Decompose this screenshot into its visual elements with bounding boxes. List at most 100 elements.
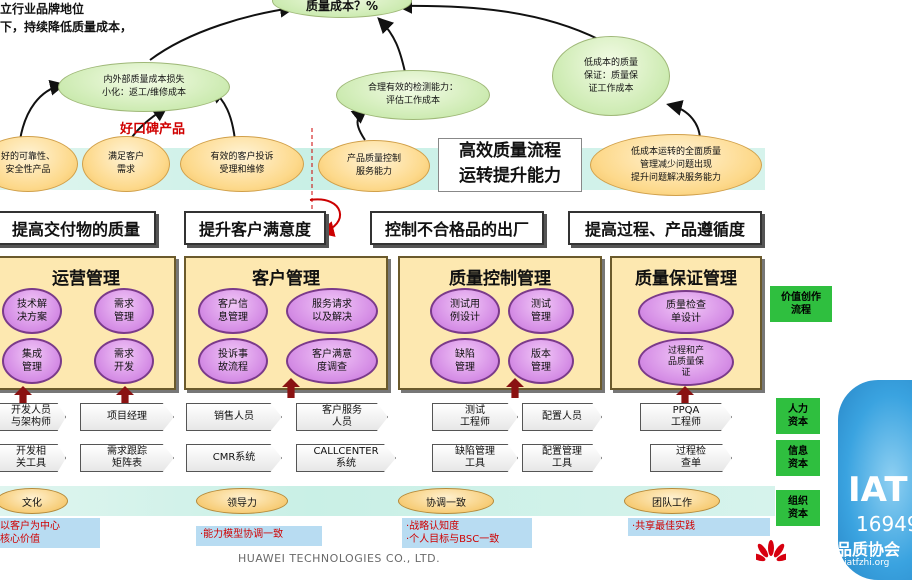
watermark-blob [838, 380, 912, 580]
alignment-oval: 协调一致 [398, 488, 494, 514]
sys-process-checklist-text: 过程检 查单 [676, 446, 706, 469]
label-info-capital: 信息 资本 [776, 440, 820, 476]
sys-cmr: CMR系统 [186, 444, 282, 472]
sys-config-tool-text: 配置管理 工具 [542, 446, 582, 469]
item-version-mgmt: 版本 管理 [508, 338, 574, 384]
oval-internal-cost: 内外部质量成本损失 小化：返工/维修成本 [58, 62, 230, 112]
panel-operations: 运营管理 技术解 决方案 需求 管理 集成 管理 需求 开发 [0, 256, 176, 390]
sys-traceability-matrix: 需求跟踪 矩阵表 [80, 444, 174, 472]
item-defect-mgmt-text: 缺陷 管理 [455, 349, 475, 373]
culture-oval-text: 文化 [22, 497, 42, 509]
brand-label: 好口碑产品 [120, 122, 186, 137]
panel-quality-assurance: 质量保证管理 质量检查 单设计 过程和产 品质量保 证 [610, 256, 762, 390]
item-complaint-flow: 投诉事 故流程 [198, 338, 268, 384]
role-test-engineer-text: 测试 工程师 [460, 405, 490, 428]
watermark-site: www.iatfzhi.org [820, 558, 890, 568]
note-alignment: ·战略认知度 ·个人目标与BSC一致 [402, 518, 532, 548]
goal-delivery-quality-label: 提高交付物的质量 [11, 220, 140, 239]
label-human-capital-text: 人力 资本 [788, 404, 808, 428]
label-org-capital-text: 组织 资本 [788, 496, 808, 520]
role-test-engineer: 测试 工程师 [432, 403, 518, 431]
top-goal-text: 质量成本？% [305, 0, 379, 13]
note-leadership: ·能力模型协调一致 [196, 526, 322, 546]
panel-quality-assurance-title: 质量保证管理 [635, 269, 737, 289]
item-checklist-design: 质量检查 单设计 [638, 290, 734, 334]
item-process-qa-text: 过程和产 品质量保 证 [667, 345, 704, 378]
label-org-capital: 组织 资本 [776, 490, 820, 526]
role-config-text: 配置人员 [542, 411, 582, 422]
label-info-capital-text: 信息 资本 [788, 446, 808, 470]
sys-process-checklist: 过程检 查单 [650, 444, 732, 472]
oval-testing-capability: 合理有效的检测能力： 评估工作成本 [336, 70, 490, 120]
item-test-case-design: 测试用 例设计 [430, 288, 500, 334]
leadership-oval: 领导力 [196, 488, 288, 514]
goal-control-defects-label: 控制不合格品的出厂 [384, 220, 529, 239]
goal-control-defects: 控制不合格品的出厂 [370, 211, 544, 245]
item-test-case-design-text: 测试用 例设计 [450, 299, 480, 323]
oval-quality-control-text: 产品质量控制 服务能力 [346, 154, 401, 177]
panel-customer: 客户管理 客户信 息管理 服务请求 以及解决 投诉事 故流程 客户满意 度调查 [184, 256, 388, 390]
culture-oval: 文化 [0, 488, 68, 514]
note-leadership-text: ·能力模型协调一致 [200, 529, 284, 540]
goal-process-compliance-label: 提高过程、产品遵循度 [584, 220, 745, 239]
oval-quality-control: 产品质量控制 服务能力 [318, 140, 430, 192]
oval-complaint-handling: 有效的客户投诉 受理和维修 [180, 136, 304, 192]
oval-meet-needs: 满足客户 需求 [82, 136, 170, 192]
role-config: 配置人员 [522, 403, 602, 431]
role-ppqa: PPQA 工程师 [640, 403, 732, 431]
item-test-mgmt-text: 测试 管理 [531, 299, 551, 323]
flow-banner: 高效质量流程 运转提升能力 [438, 138, 582, 192]
oval-reliable-product-text: 好的可靠性、 安全性产品 [0, 152, 55, 175]
header-line1: 立行业品牌地位 [0, 2, 85, 16]
role-project-manager: 项目经理 [80, 403, 174, 431]
top-goal-oval: 质量成本？% [272, 0, 412, 18]
role-customer-service: 客户服务 人员 [296, 403, 388, 431]
panel-operations-title: 运营管理 [52, 269, 120, 289]
item-tech-solution: 技术解 决方案 [2, 288, 62, 334]
oval-complaint-handling-text: 有效的客户投诉 受理和维修 [210, 152, 274, 175]
label-human-capital: 人力 资本 [776, 398, 820, 434]
alignment-oval-text: 协调一致 [426, 497, 466, 509]
sys-defect-tool-text: 缺陷管理 工具 [455, 446, 495, 469]
item-service-request: 服务请求 以及解决 [286, 288, 378, 334]
oval-reliable-product: 好的可靠性、 安全性产品 [0, 136, 78, 192]
role-sales-text: 销售人员 [214, 411, 254, 422]
sys-cmr-text: CMR系统 [212, 452, 256, 463]
panel-quality-control-title: 质量控制管理 [449, 269, 551, 289]
sys-callcenter-text: CALLCENTER 系统 [313, 446, 379, 469]
item-service-request-text: 服务请求 以及解决 [312, 299, 352, 323]
item-integration-mgmt: 集成 管理 [2, 338, 62, 384]
oval-total-quality: 低成本运转的全面质量 管理减少问题出现 提升问题解决服务能力 [590, 134, 762, 196]
watermark-number: 16949 [856, 512, 912, 536]
huawei-logo-icon [756, 540, 786, 562]
teamwork-oval: 团队工作 [624, 488, 720, 514]
label-value-creation: 价值创作 流程 [770, 286, 832, 322]
oval-low-cost-qa: 低成本的质量 保证：质量保 证工作成本 [552, 36, 670, 116]
oval-internal-cost-text: 内外部质量成本损失 小化：返工/维修成本 [101, 75, 187, 98]
goal-process-compliance: 提高过程、产品遵循度 [568, 211, 762, 245]
leadership-oval-text: 领导力 [227, 497, 257, 509]
item-satisfaction-survey: 客户满意 度调查 [286, 338, 378, 384]
footer-company: HUAWEI TECHNOLOGIES CO., LTD. [238, 552, 441, 565]
role-developer-text: 开发人员 与架构师 [11, 405, 51, 428]
sys-callcenter: CALLCENTER 系统 [296, 444, 396, 472]
note-culture-text: 以客户为中心 核心价值 [0, 521, 60, 545]
oval-meet-needs-text: 满足客户 需求 [107, 152, 144, 175]
item-test-mgmt: 测试 管理 [508, 288, 574, 334]
panel-quality-control: 质量控制管理 测试用 例设计 测试 管理 缺陷 管理 版本 管理 [398, 256, 602, 390]
item-requirements-dev: 需求 开发 [94, 338, 154, 384]
note-culture: 以客户为中心 核心价值 [0, 518, 100, 548]
sys-dev-tools-text: 开发相 关工具 [16, 446, 46, 469]
goal-customer-satisfaction-label: 提升客户满意度 [198, 220, 311, 239]
note-alignment-text: ·战略认知度 ·个人目标与BSC一致 [406, 521, 500, 545]
goal-delivery-quality: 提高交付物的质量 [0, 211, 156, 245]
item-satisfaction-survey-text: 客户满意 度调查 [312, 349, 352, 373]
oval-testing-capability-text: 合理有效的检测能力： 评估工作成本 [367, 83, 458, 106]
watermark-iat: IAT [848, 470, 908, 510]
item-tech-solution-text: 技术解 决方案 [17, 299, 47, 323]
role-developer: 开发人员 与架构师 [0, 403, 66, 431]
label-value-creation-text: 价值创作 流程 [781, 292, 821, 316]
item-requirements-dev-text: 需求 开发 [114, 349, 134, 373]
sys-dev-tools: 开发相 关工具 [0, 444, 66, 472]
